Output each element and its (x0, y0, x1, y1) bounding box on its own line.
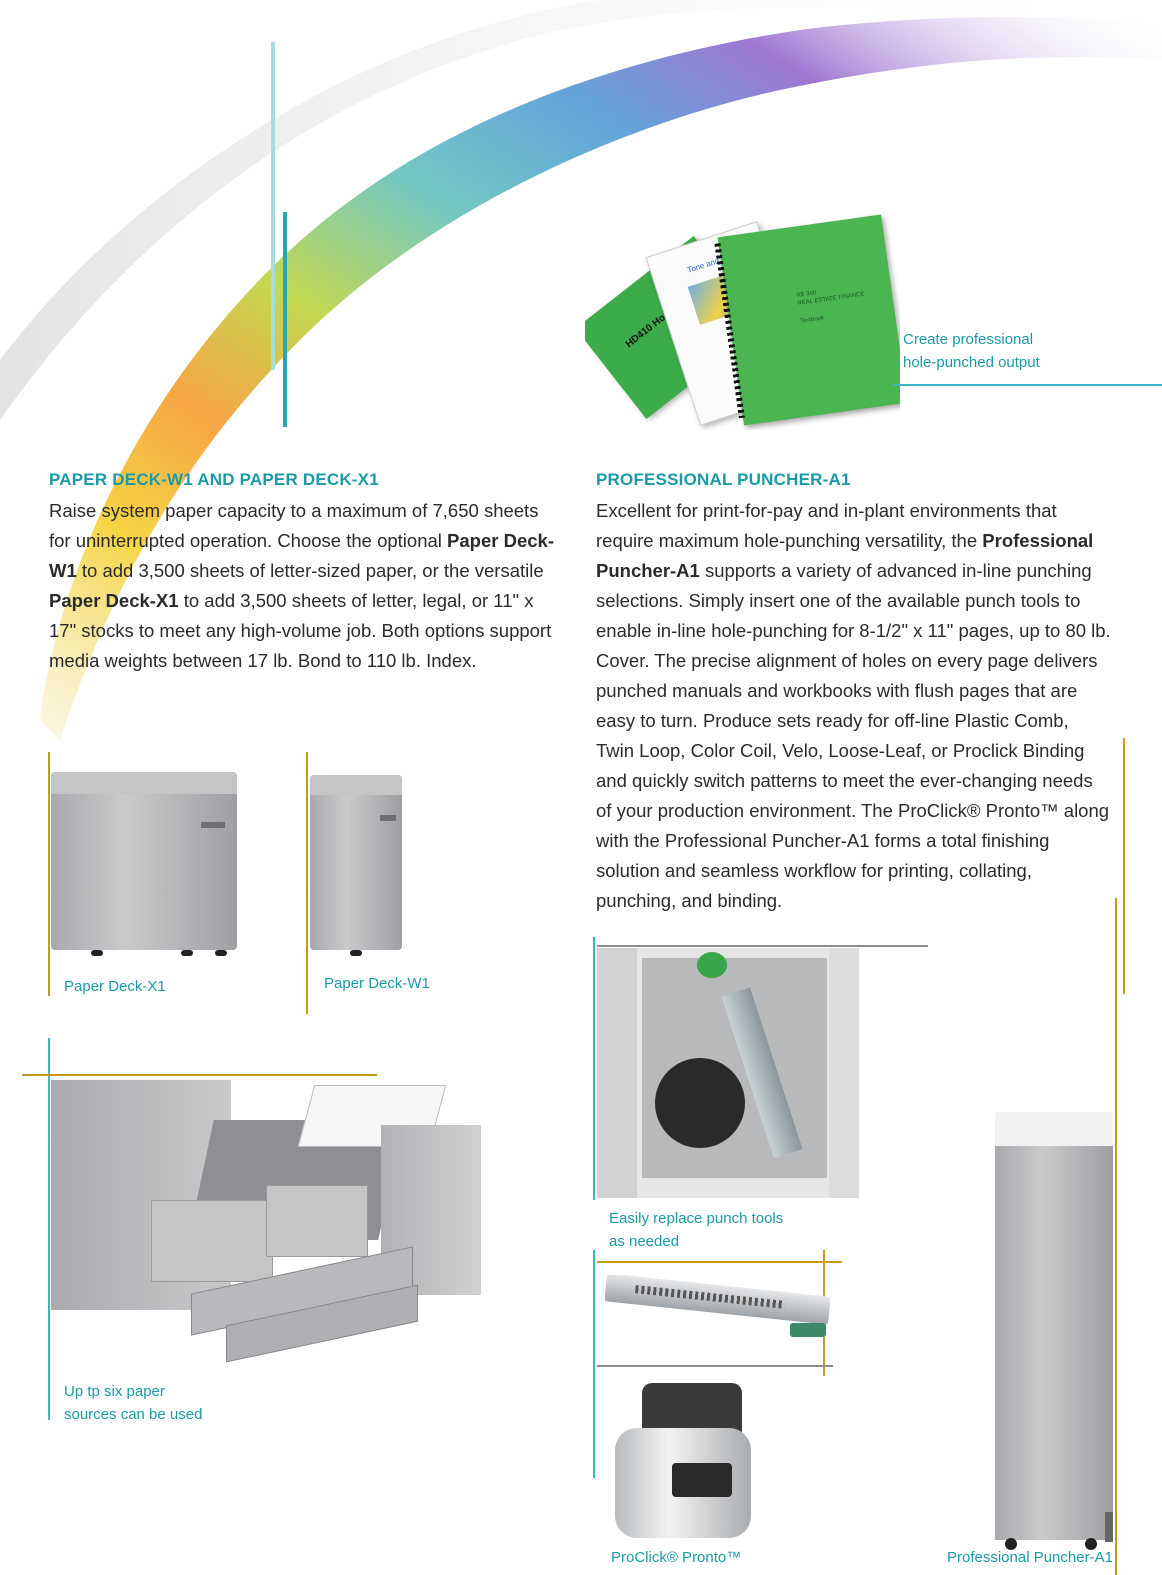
punch-die-image (605, 1275, 830, 1350)
punch-tools-image (597, 948, 859, 1198)
professional-puncher-a1-image (995, 1112, 1113, 1550)
image-rule (48, 1038, 50, 1420)
section-heading: PAPER DECK-W1 AND PAPER DECK-X1 (49, 470, 379, 489)
image-rule (597, 1261, 842, 1263)
decorative-rule (271, 42, 275, 370)
paper-deck-w1-caption: Paper Deck-W1 (324, 975, 430, 992)
book-title-label: Textbook (799, 315, 825, 325)
body-text: Raise system paper capacity to a maximum… (49, 500, 539, 551)
body-bold-text: Paper Deck-X1 (49, 590, 179, 611)
paper-deck-section: PAPER DECK-W1 AND PAPER DECK-X1 Raise sy… (49, 470, 559, 676)
caption-line: as needed (609, 1233, 680, 1250)
body-bold-text: Professional Puncher-A1 (596, 530, 1094, 581)
caption-rule (893, 384, 1162, 386)
caption-line: Create professional (903, 331, 1034, 348)
decorative-rule (283, 212, 287, 427)
proclick-pronto-image (607, 1378, 755, 1550)
hole-punched-caption: Create professional hole-punched output (903, 328, 1040, 374)
body-text: to add 3,500 sheets of letter, legal, or… (49, 590, 552, 671)
image-rule (306, 752, 308, 1014)
section-body: Raise system paper capacity to a maximum… (49, 496, 559, 676)
caption-line: hole-punched output (903, 354, 1040, 371)
paper-deck-x1-caption: Paper Deck-X1 (64, 978, 166, 995)
image-rule (22, 1074, 377, 1076)
decorative-rule (1123, 738, 1125, 994)
caption-line: Easily replace punch tools (609, 1210, 784, 1227)
section-body: Excellent for print-for-pay and in-plant… (596, 496, 1111, 916)
puncher-section: PROFESSIONAL PUNCHER-A1 Excellent for pr… (596, 470, 1111, 916)
paper-deck-x1-image (51, 772, 237, 956)
spiral-bound-books-image: HD410 Home Tone and Tech RE 300 REAL EST… (585, 210, 900, 430)
image-rule (597, 945, 928, 947)
body-text: Excellent for print-for-pay and in-plant… (596, 500, 1057, 551)
caption-line: Up tp six paper (64, 1383, 165, 1400)
caption-line: sources can be used (64, 1406, 203, 1423)
image-rule (593, 1250, 595, 1478)
proclick-pronto-caption: ProClick® Pronto™ (611, 1549, 742, 1566)
image-rule (593, 937, 595, 1200)
paper-sources-image (51, 1080, 491, 1430)
punch-tools-caption: Easily replace punch tools as needed (609, 1207, 783, 1253)
paper-sources-caption: Up tp six paper sources can be used (64, 1380, 202, 1426)
decorative-rule (1115, 898, 1117, 1575)
paper-deck-w1-image (310, 775, 402, 956)
body-text: supports a variety of advanced in-line p… (596, 560, 1111, 911)
image-rule (597, 1365, 833, 1367)
professional-puncher-a1-caption: Professional Puncher-A1 (947, 1549, 1113, 1566)
section-heading: PROFESSIONAL PUNCHER-A1 (596, 470, 851, 489)
body-bold-text: Paper Deck-W1 (49, 530, 554, 581)
image-rule (48, 752, 50, 996)
body-text: to add 3,500 sheets of letter-sized pape… (76, 560, 544, 581)
